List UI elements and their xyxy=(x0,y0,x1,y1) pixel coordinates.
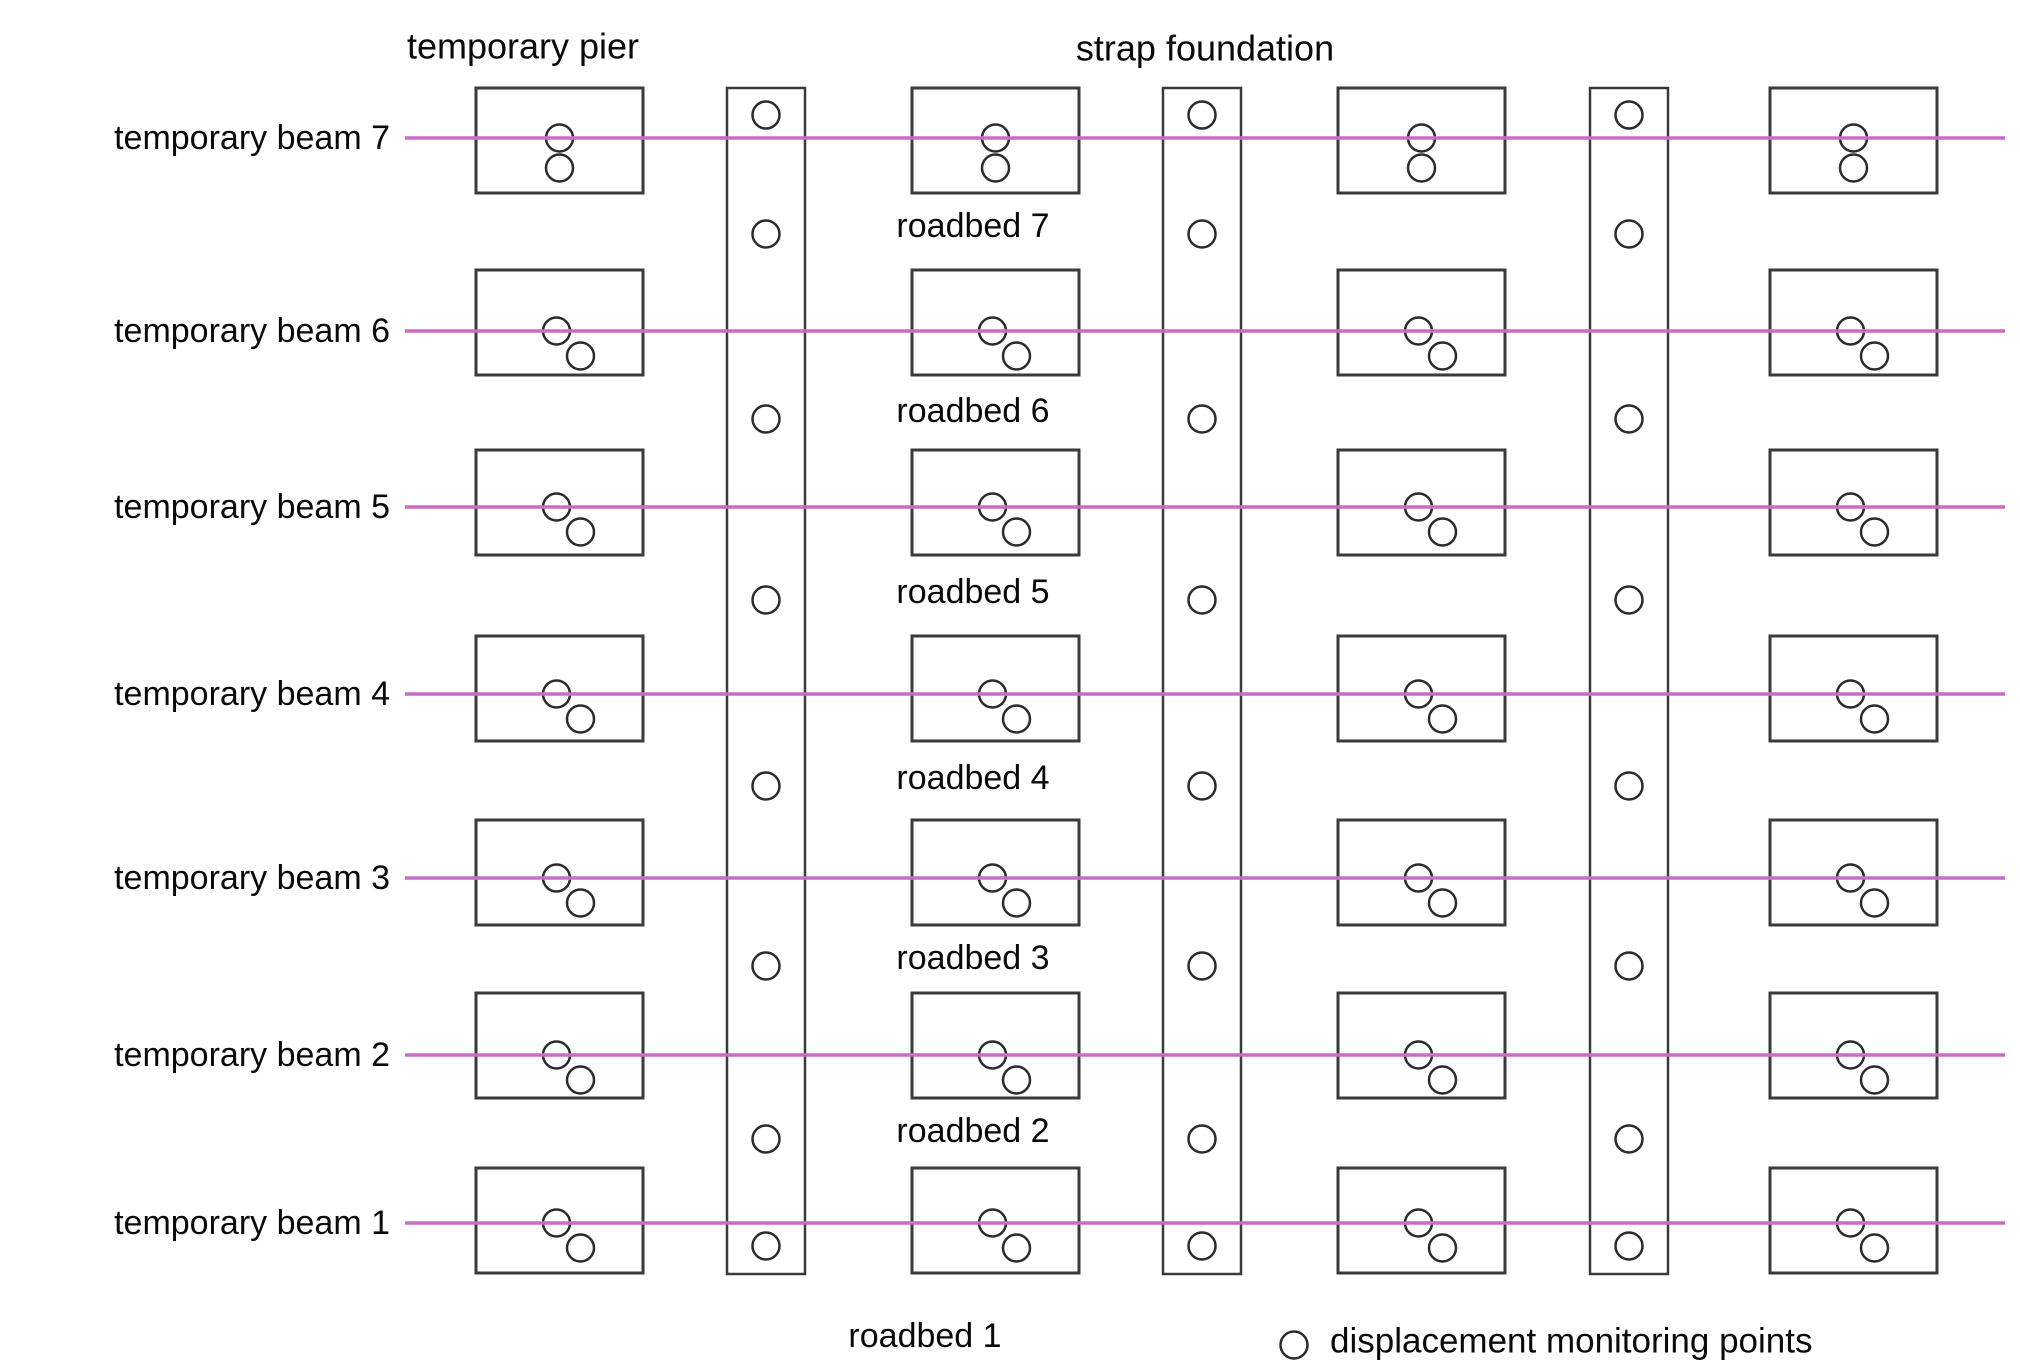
monitoring-point xyxy=(565,704,596,734)
monitoring-point xyxy=(1859,1233,1890,1263)
monitoring-point xyxy=(565,341,596,371)
monitoring-point xyxy=(1001,888,1032,918)
temporary-beam-label-1: temporary beam 1 xyxy=(114,1204,390,1242)
monitoring-point xyxy=(565,1065,596,1095)
monitoring-point xyxy=(1187,585,1217,615)
monitoring-point xyxy=(980,153,1011,183)
monitoring-point xyxy=(1427,517,1458,547)
monitoring-point xyxy=(1859,888,1890,918)
temporary-beam-label-4: temporary beam 4 xyxy=(114,675,390,713)
roadbed-label-3: roadbed 3 xyxy=(896,939,1049,977)
monitoring-point xyxy=(1838,153,1869,183)
monitoring-point xyxy=(1001,341,1032,371)
temporary-beam-label-7: temporary beam 7 xyxy=(114,119,390,157)
monitoring-point xyxy=(1614,1231,1644,1261)
monitoring-point xyxy=(1187,404,1217,434)
monitoring-point xyxy=(1614,404,1644,434)
temporary-beam-label-3: temporary beam 3 xyxy=(114,859,390,897)
monitoring-point xyxy=(1001,517,1032,547)
monitoring-point xyxy=(1859,341,1890,371)
monitoring-point xyxy=(1614,100,1644,130)
monitoring-point xyxy=(565,517,596,547)
monitoring-point xyxy=(1187,1124,1217,1154)
temporary-pier-label: temporary pier xyxy=(407,26,639,67)
monitoring-point xyxy=(565,888,596,918)
roadbed-rect-col1-row5 xyxy=(910,448,1081,557)
strap-foundation-column-3 xyxy=(1588,86,1670,1276)
roadbed-label-1: roadbed 1 xyxy=(848,1317,1001,1355)
monitoring-point xyxy=(1614,219,1644,249)
monitoring-point xyxy=(1614,951,1644,981)
legend-label: displacement monitoring points xyxy=(1330,1322,1812,1361)
monitoring-point xyxy=(1614,771,1644,801)
monitoring-point xyxy=(544,153,575,183)
monitoring-point xyxy=(751,404,781,434)
monitoring-point xyxy=(751,1231,781,1261)
monitoring-point xyxy=(1001,1065,1032,1095)
monitoring-point xyxy=(1187,771,1217,801)
monitoring-point xyxy=(565,1233,596,1263)
monitoring-point xyxy=(751,100,781,130)
roadbed-rect-col1-row2 xyxy=(910,991,1081,1100)
temporary-beam-label-2: temporary beam 2 xyxy=(114,1036,390,1074)
monitoring-point xyxy=(751,1124,781,1154)
monitoring-point xyxy=(1406,153,1437,183)
temporary-beam-label-5: temporary beam 5 xyxy=(114,488,390,526)
monitoring-point xyxy=(1187,219,1217,249)
monitoring-point xyxy=(1427,888,1458,918)
roadbed-label-6: roadbed 6 xyxy=(896,392,1049,430)
roadbed-label-5: roadbed 5 xyxy=(896,573,1049,611)
temporary-beam-label-6: temporary beam 6 xyxy=(114,312,390,350)
legend-monitoring-point-icon xyxy=(1279,1330,1309,1360)
monitoring-point xyxy=(1614,585,1644,615)
monitoring-point xyxy=(1614,1124,1644,1154)
monitoring-point xyxy=(1427,704,1458,734)
monitoring-point xyxy=(751,219,781,249)
roadbed-label-7: roadbed 7 xyxy=(896,207,1049,245)
roadbed-rect-col3-row3 xyxy=(1768,818,1939,927)
monitoring-point xyxy=(1427,1233,1458,1263)
strap-foundation-column-1 xyxy=(725,86,807,1276)
strap-foundation-label: strap foundation xyxy=(1076,28,1334,69)
monitoring-point xyxy=(1001,704,1032,734)
monitoring-point xyxy=(1187,100,1217,130)
monitoring-point xyxy=(1859,1065,1890,1095)
monitoring-point xyxy=(751,771,781,801)
monitoring-point xyxy=(1187,1231,1217,1261)
monitoring-point xyxy=(1001,1233,1032,1263)
strap-foundation-column-2 xyxy=(1161,86,1243,1276)
monitoring-point xyxy=(1427,1065,1458,1095)
roadbed-label-4: roadbed 4 xyxy=(896,759,1049,797)
monitoring-point xyxy=(1859,517,1890,547)
monitoring-point xyxy=(1187,951,1217,981)
monitoring-point xyxy=(751,951,781,981)
monitoring-point xyxy=(751,585,781,615)
monitoring-point xyxy=(1859,704,1890,734)
roadbed-label-2: roadbed 2 xyxy=(896,1112,1049,1150)
monitoring-point xyxy=(1427,341,1458,371)
